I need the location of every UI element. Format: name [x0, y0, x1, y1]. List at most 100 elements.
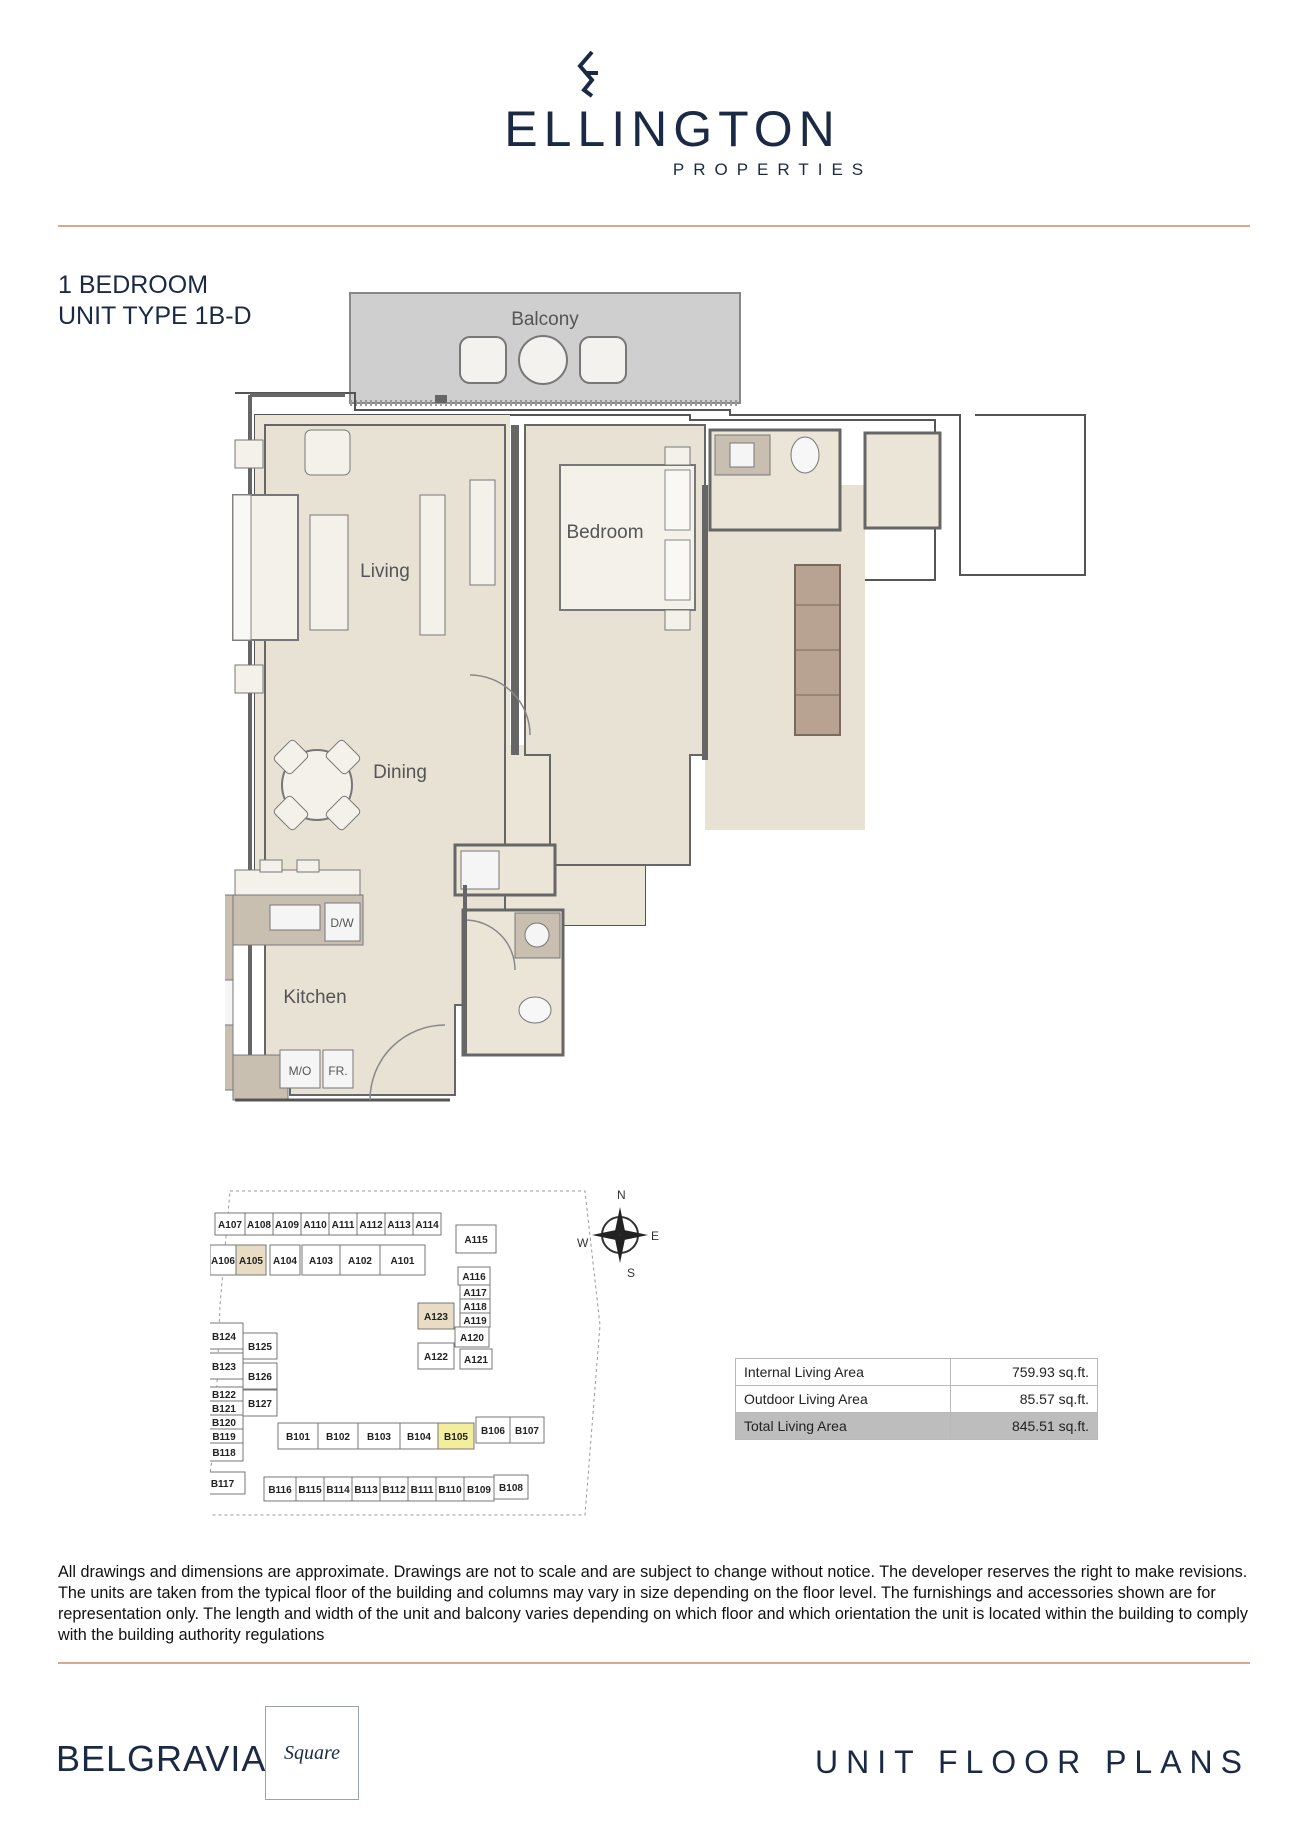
site-unit-a108: A108	[244, 1212, 274, 1236]
site-unit-label: B124	[212, 1332, 236, 1343]
site-unit-a109: A109	[272, 1212, 302, 1236]
site-unit-a111: A111	[328, 1212, 358, 1236]
fr-label: FR.	[328, 1064, 347, 1078]
site-unit-label: A123	[424, 1312, 448, 1323]
site-unit-a119: A119	[459, 1312, 491, 1328]
site-unit-label: B113	[354, 1485, 378, 1496]
unit-bedrooms: 1 BEDROOM	[58, 271, 209, 299]
project-logo-box: Square	[265, 1706, 359, 1800]
area-value: 845.51 sq.ft.	[950, 1412, 1098, 1440]
site-unit-label: B123	[212, 1362, 236, 1373]
site-unit-label: A122	[424, 1352, 448, 1363]
mo-label: M/O	[289, 1064, 312, 1078]
site-unit-label: A108	[247, 1220, 271, 1231]
site-unit-b110: B110	[435, 1476, 465, 1502]
site-unit-label: B116	[268, 1485, 292, 1496]
site-unit-label: B103	[367, 1432, 391, 1443]
site-unit-label: B107	[515, 1426, 539, 1437]
site-unit-a105: A105	[235, 1244, 267, 1276]
site-unit-b116: B116	[263, 1476, 297, 1502]
area-label: Outdoor Living Area	[735, 1385, 951, 1413]
site-unit-label: B115	[298, 1485, 322, 1496]
compass-w: W	[577, 1236, 589, 1250]
site-unit-b106: B106	[475, 1416, 511, 1444]
site-unit-b122: B122	[210, 1386, 244, 1402]
site-unit-label: A113	[387, 1220, 411, 1231]
bottom-divider	[58, 1662, 1250, 1664]
site-unit-label: B120	[212, 1418, 236, 1429]
site-unit-label: A104	[273, 1256, 297, 1267]
site-unit-b103: B103	[357, 1422, 401, 1450]
site-unit-b127: B127	[242, 1389, 278, 1417]
site-unit-label: A118	[463, 1302, 487, 1313]
top-divider	[58, 225, 1250, 227]
balcony-chair	[579, 336, 627, 384]
compass-s: S	[627, 1266, 635, 1280]
table-row: Outdoor Living Area 85.57 sq.ft.	[735, 1385, 1098, 1413]
site-unit-label: A116	[462, 1272, 486, 1283]
site-unit-a121: A121	[459, 1348, 493, 1370]
site-unit-label: B109	[467, 1485, 491, 1496]
site-unit-a116: A116	[457, 1266, 491, 1286]
site-unit-b118: B118	[210, 1442, 244, 1462]
site-unit-a103: A103	[301, 1244, 341, 1276]
site-unit-b121: B121	[210, 1400, 244, 1416]
north-compass-icon: N E W S	[577, 1188, 659, 1280]
site-unit-b108: B108	[493, 1474, 529, 1500]
project-logo-text: Square	[284, 1741, 340, 1764]
site-unit-label: A103	[309, 1256, 333, 1267]
site-unit-label: A101	[391, 1256, 415, 1267]
site-unit-label: A119	[463, 1316, 487, 1327]
site-unit-b114: B114	[323, 1476, 353, 1502]
site-unit-b115: B115	[295, 1476, 325, 1502]
footer-title: UNIT FLOOR PLANS	[814, 1744, 1250, 1780]
disclaimer-text: All drawings and dimensions are approxim…	[58, 1563, 1248, 1644]
site-unit-label: B108	[499, 1483, 523, 1494]
site-unit-label: B105	[444, 1432, 468, 1443]
bedroom-label: Bedroom	[566, 522, 643, 543]
site-unit-b111: B111	[407, 1476, 437, 1502]
site-unit-label: B106	[481, 1426, 505, 1437]
site-unit-a118: A118	[459, 1298, 491, 1314]
site-unit-a110: A110	[300, 1212, 330, 1236]
site-unit-label: B117	[211, 1479, 235, 1490]
site-unit-a115: A115	[455, 1224, 497, 1254]
site-unit-b109: B109	[463, 1476, 495, 1502]
site-unit-a101: A101	[379, 1244, 426, 1276]
area-table: Internal Living Area 759.93 sq.ft. Outdo…	[735, 1358, 1098, 1440]
site-unit-label: B101	[286, 1432, 310, 1443]
site-unit-a123: A123	[417, 1302, 455, 1330]
unit-type: UNIT TYPE 1B-D	[58, 302, 252, 330]
compass-e: E	[651, 1229, 659, 1243]
site-unit-label: A106	[211, 1256, 235, 1267]
site-unit-b101: B101	[277, 1422, 319, 1450]
balcony-table	[518, 335, 568, 385]
site-unit-label: A115	[464, 1235, 488, 1246]
site-unit-b117: B117	[210, 1471, 246, 1495]
living-label: Living	[360, 561, 410, 582]
site-unit-label: A111	[332, 1220, 355, 1231]
site-unit-a104: A104	[269, 1244, 301, 1276]
site-unit-label: B119	[212, 1432, 236, 1443]
site-unit-a102: A102	[339, 1244, 381, 1276]
site-unit-label: A110	[303, 1220, 327, 1231]
site-unit-label: B112	[382, 1485, 406, 1496]
site-unit-label: B104	[407, 1432, 431, 1443]
site-unit-a107: A107	[214, 1212, 246, 1236]
site-unit-b102: B102	[317, 1422, 359, 1450]
site-unit-label: A107	[218, 1220, 242, 1231]
site-unit-a114: A114	[412, 1212, 442, 1236]
site-unit-label: A102	[348, 1256, 372, 1267]
site-unit-label: B122	[212, 1390, 236, 1401]
site-unit-label: A114	[415, 1220, 439, 1231]
site-unit-label: A112	[359, 1220, 383, 1231]
site-unit-label: B127	[248, 1399, 272, 1410]
site-unit-b125: B125	[242, 1332, 278, 1360]
site-unit-label: B111	[411, 1485, 434, 1496]
area-value: 759.93 sq.ft.	[950, 1358, 1098, 1386]
site-unit-a120: A120	[454, 1326, 490, 1348]
area-label: Total Living Area	[735, 1412, 951, 1440]
site-unit-b113: B113	[351, 1476, 381, 1502]
site-unit-label: A105	[239, 1256, 263, 1267]
